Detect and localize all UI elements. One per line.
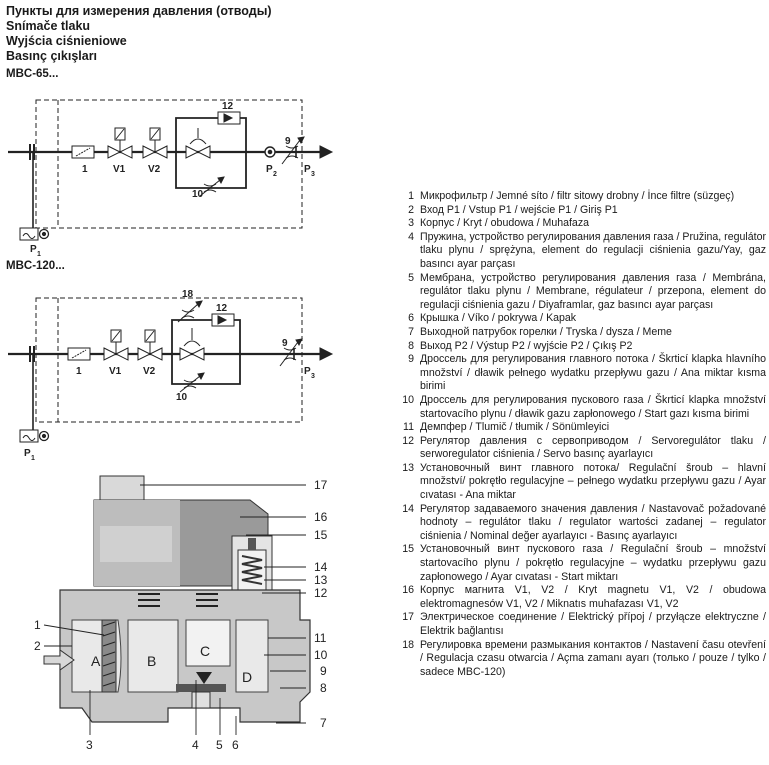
label-p1-b: P [24, 448, 31, 459]
filter-mesh-1 [101, 619, 117, 693]
letter-c: C [200, 643, 210, 659]
label-p2-sub: 2 [273, 171, 277, 178]
callout-1: 1 [34, 618, 41, 632]
electrical-connector-17 [99, 475, 145, 503]
header-ru: Пункты для измерения давления (отводы) [6, 4, 272, 18]
valve-v2-b [137, 329, 163, 361]
label-12: 12 [222, 101, 234, 112]
throttle-10 [199, 179, 221, 197]
callout-2: 2 [34, 639, 41, 653]
header-cz: Snímače tlaku [6, 19, 91, 33]
model-label-mbc120: MBC-120... [6, 260, 65, 272]
outlet-arrow-2 [319, 347, 334, 361]
label-p3: P [304, 164, 311, 175]
throttle-18 [177, 303, 199, 323]
valve-v1 [107, 127, 133, 159]
callout-6: 6 [232, 738, 239, 752]
page-header: Пункты для измерения давления (отводы) S… [6, 4, 272, 64]
label-v1-b: V1 [109, 366, 122, 377]
callout-8: 8 [320, 681, 327, 695]
housing-outline-2 [35, 297, 303, 423]
label-12-b: 12 [216, 303, 228, 314]
header-tr: Basınç çıkışları [6, 49, 98, 63]
callout-9: 9 [320, 664, 327, 678]
label-p3-b: P [304, 366, 311, 377]
label-18: 18 [182, 289, 194, 300]
callout-16: 16 [314, 510, 328, 524]
inlet-arrow [43, 649, 75, 671]
label-p2: P [266, 164, 273, 175]
label-p3-sub: 3 [311, 171, 315, 178]
chamber-c [185, 619, 231, 667]
callout-10: 10 [314, 648, 328, 662]
header-pl: Wyjścia ciśnieniowe [6, 34, 127, 48]
throttle-10-b [179, 375, 201, 393]
callout-4: 4 [192, 738, 199, 752]
cover-6 [191, 691, 211, 709]
valve-v1-b [103, 329, 129, 361]
schematic-mbc65: 1 V1 V2 12 10 9 P 2 P 3 P 1 [8, 99, 334, 258]
callout-5: 5 [216, 738, 223, 752]
schematic-mbc120: 1 V1 V2 18 12 10 9 P 3 P 1 [8, 289, 334, 460]
p1-gauge [19, 227, 39, 241]
throttle-9 [281, 139, 301, 165]
valve-v2 [142, 127, 168, 159]
label-v2: V2 [148, 164, 161, 175]
filter-1 [71, 145, 95, 159]
callout-7: 7 [320, 716, 327, 730]
valve-cutaway-drawing: A B C D 1 2 3 4 5 6 7 8 9 10 11 12 [34, 475, 328, 752]
label-9-b: 9 [282, 338, 288, 349]
callout-11: 11 [314, 631, 327, 645]
legend-item: 15 Установочный винт пускового газа / Re… [402, 543, 766, 583]
throttle-9-b [279, 341, 299, 367]
callout-3: 3 [86, 738, 93, 752]
label-1: 1 [82, 164, 88, 175]
filter-1-b [67, 347, 91, 361]
chamber-d [235, 619, 269, 693]
callout-12: 12 [314, 586, 328, 600]
model-label-mbc65: MBC-65... [6, 68, 59, 80]
outlet-arrow [319, 145, 334, 159]
membrane-5 [176, 684, 226, 692]
callout-14: 14 [314, 560, 328, 574]
label-1-b: 1 [76, 366, 82, 377]
label-10: 10 [192, 189, 204, 200]
label-p1-sub-b: 1 [31, 455, 35, 460]
label-p3-sub-b: 3 [311, 373, 315, 380]
p1-gauge-b [19, 429, 39, 443]
callout-13: 13 [314, 573, 328, 587]
letter-d: D [242, 669, 252, 685]
callout-17: 17 [314, 478, 328, 492]
label-p1: P [30, 244, 37, 255]
housing-outline [35, 99, 303, 229]
letter-b: B [147, 653, 156, 669]
letter-a: A [91, 653, 101, 669]
label-9: 9 [285, 136, 291, 147]
spring-4 [196, 672, 212, 684]
label-10-b: 10 [176, 392, 188, 403]
label-v1: V1 [113, 164, 126, 175]
label-p1-sub: 1 [37, 251, 41, 258]
callout-15: 15 [314, 528, 328, 542]
label-v2-b: V2 [143, 366, 156, 377]
